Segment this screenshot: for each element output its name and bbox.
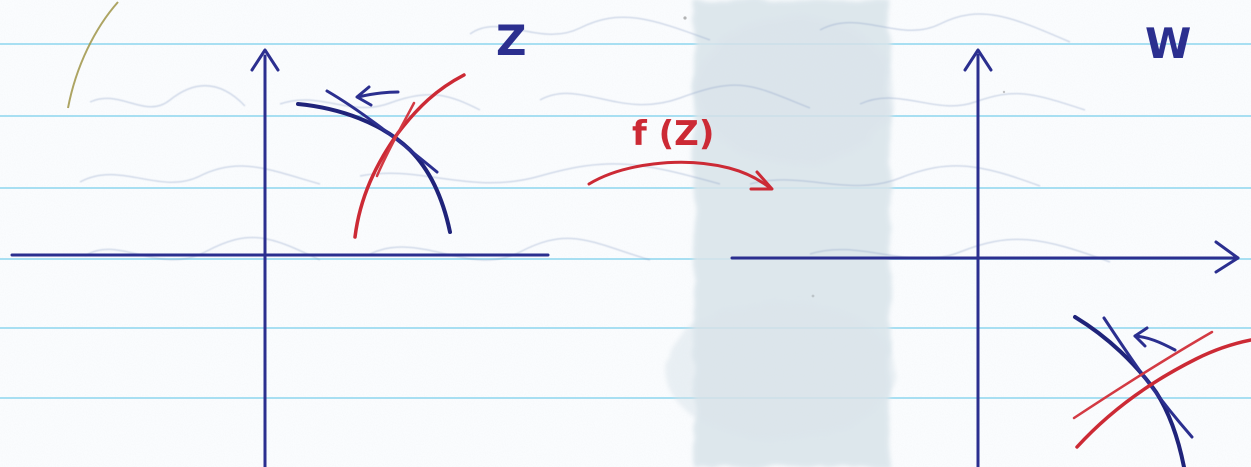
paper-stain [665,0,895,467]
paper-speck [811,294,815,298]
mapping-arrow-icon [587,160,772,190]
bleed-stroke [359,163,721,185]
bleed-stroke [859,92,1086,111]
w-rotation-arrow-icon [1133,334,1177,352]
w-red-tangent [1072,330,1214,420]
z-plane-label: Z [496,16,526,65]
stain-patch [695,15,895,165]
w-plane-label: W [1145,19,1191,68]
bleed-stroke [279,93,481,111]
mapping-label: f (Z) [632,114,714,154]
w-red-curve [1075,338,1251,449]
bleed-stroke [369,237,651,261]
w-rotation-arrowhead-icon [1133,326,1149,348]
bleed-stroke [749,165,1041,187]
mapping-arrowhead-icon [749,170,774,191]
bleed-stroke [819,13,1071,43]
paper-speck [683,16,687,20]
faint-bleed-through-writing [79,13,1111,263]
stain-patch [665,300,895,440]
mapping-annotation: f (Z) [587,114,774,191]
z-plane: Z [10,16,550,467]
bleed-stroke [89,85,246,108]
bleed-stroke [539,84,811,109]
ruled-lines [0,43,1251,399]
z-rotation-arrow-icon [356,90,400,99]
bleed-stroke [469,16,711,41]
w-real-axis-arrowhead-icon [1214,240,1240,274]
bleed-stroke [79,165,321,185]
z-blue-tangent [325,89,439,174]
z-rotation-arrowhead-icon [355,85,373,107]
bleed-stroke [84,236,321,261]
z-imaginary-axis-arrowhead [250,48,280,72]
bleed-stroke [809,238,1111,263]
w-imaginary-axis-arrowhead-icon [963,48,993,72]
z-red-tangent [375,101,416,178]
w-plane: W [730,19,1251,467]
paper-fold-line [67,1,119,109]
paper-speck [1002,90,1006,94]
